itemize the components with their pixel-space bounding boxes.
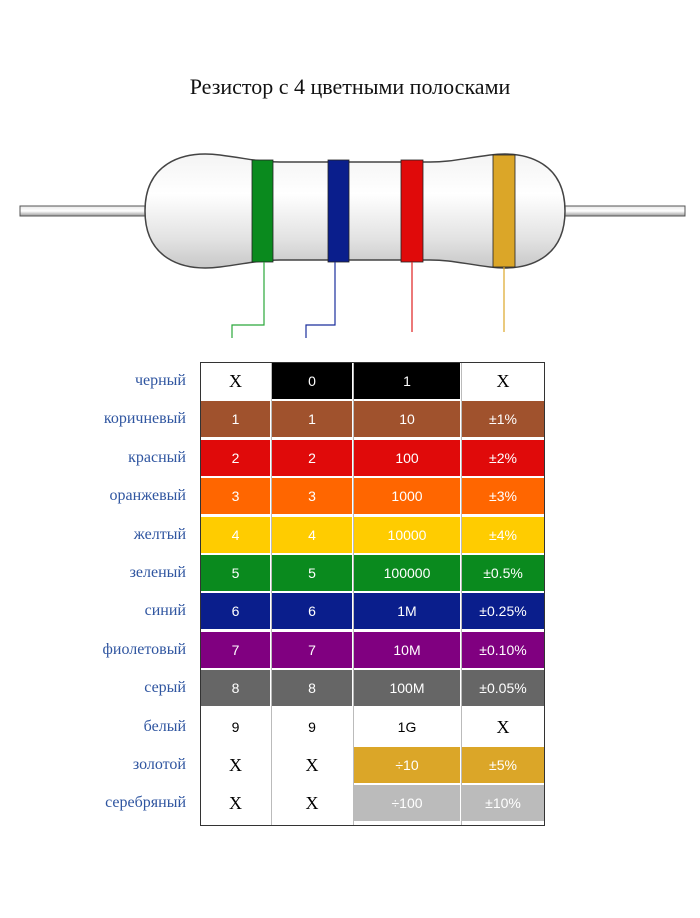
table-cell: ±2% xyxy=(462,439,544,476)
row-color-label: красный xyxy=(128,448,186,466)
resistor-lead-left xyxy=(19,205,156,217)
leader-line-1 xyxy=(231,262,265,338)
table-cell: 1000 xyxy=(354,478,460,515)
band-1 xyxy=(251,159,274,263)
resistor-lead-right xyxy=(549,205,686,217)
row-color-label: белый xyxy=(143,717,186,735)
resistor-body xyxy=(144,153,566,269)
band-3 xyxy=(400,159,424,263)
table-cell: 7 xyxy=(201,631,270,668)
table-cell: 100M xyxy=(354,670,460,707)
table-cell: 10 xyxy=(354,401,460,438)
row-color-label: черный xyxy=(134,372,186,389)
table-cell: X xyxy=(201,785,270,822)
table-cell: 1G xyxy=(354,708,460,745)
row-color-label: серый xyxy=(144,679,186,697)
table-cell: X xyxy=(272,747,352,783)
table-cell: 4 xyxy=(272,516,352,553)
row-color-label: коричневый xyxy=(103,410,186,428)
table-cell: ±0.5% xyxy=(462,555,544,591)
table-cell: ÷10 xyxy=(354,747,460,783)
table-cell: 10M xyxy=(354,631,460,668)
row-color-label: фиолетовый xyxy=(102,640,186,658)
table-cell: ±5% xyxy=(462,747,544,783)
row-color-label: желтый xyxy=(133,525,186,543)
table-cell: 6 xyxy=(272,593,352,630)
table-cell: 9 xyxy=(201,708,270,745)
table-cell: 1 xyxy=(201,401,270,438)
band-2 xyxy=(327,159,350,263)
table-cell: 5 xyxy=(201,555,270,591)
row-color-label: серебряный xyxy=(105,794,186,812)
band-4 xyxy=(492,154,516,268)
table-cell: 100 xyxy=(354,439,460,476)
table-cell: 4 xyxy=(201,516,270,553)
row-color-label: золотой xyxy=(132,756,186,773)
table-cell: ±1% xyxy=(462,401,544,438)
table-cell: 9 xyxy=(272,708,352,745)
table-cell: 1M xyxy=(354,593,460,630)
table-cell: ±4% xyxy=(462,516,544,553)
table-cell: ±0.25% xyxy=(462,593,544,630)
table-cell: 0 xyxy=(272,363,352,399)
resistor-illustration xyxy=(19,153,686,338)
table-cell: 3 xyxy=(201,478,270,515)
table-cell: X xyxy=(462,363,544,399)
row-color-label: синий xyxy=(144,602,186,620)
table-cell: 100000 xyxy=(354,555,460,591)
table-cell: X xyxy=(201,363,270,399)
column-divider xyxy=(461,362,462,826)
table-cell: X xyxy=(201,747,270,783)
leader-line-2 xyxy=(305,262,336,338)
table-cell: 8 xyxy=(272,670,352,707)
column-divider xyxy=(353,362,354,826)
table-cell: X xyxy=(462,708,544,745)
row-color-label: оранжевый xyxy=(109,487,186,505)
table-cell: 5 xyxy=(272,555,352,591)
table-cell: 1 xyxy=(354,363,460,399)
table-cell: 3 xyxy=(272,478,352,515)
table-cell: 7 xyxy=(272,631,352,668)
table-cell: 1 xyxy=(272,401,352,438)
table-cell: ±0.05% xyxy=(462,670,544,707)
table-cell: 10000 xyxy=(354,516,460,553)
table-cell: ±10% xyxy=(462,785,544,822)
column-divider xyxy=(271,362,272,826)
table-cell: X xyxy=(272,785,352,822)
page-title: Резистор с 4 цветными полосками xyxy=(189,74,511,99)
table-cell: ±3% xyxy=(462,478,544,515)
table-cell: 8 xyxy=(201,670,270,707)
table-cell: ÷100 xyxy=(354,785,460,822)
table-cell: 2 xyxy=(272,439,352,476)
table-cell: 2 xyxy=(201,439,270,476)
row-color-label: зеленый xyxy=(129,564,186,581)
table-cell: 6 xyxy=(201,593,270,630)
table-cell: ±0.10% xyxy=(462,631,544,668)
